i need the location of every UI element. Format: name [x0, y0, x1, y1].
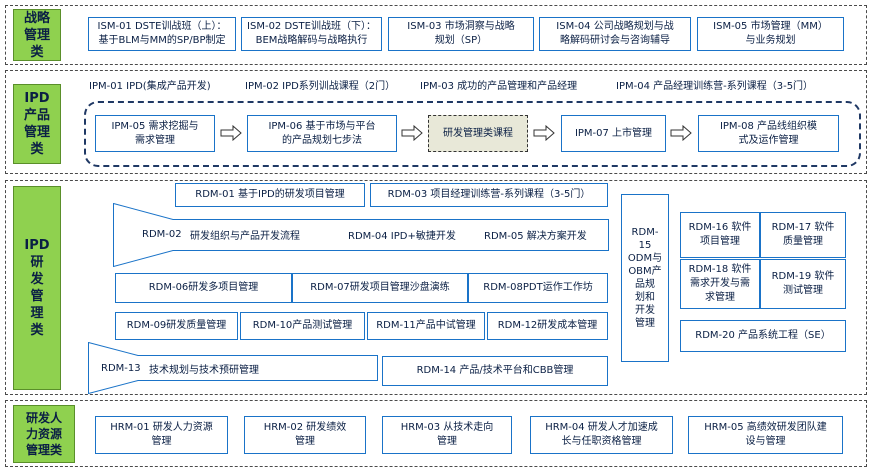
ism-01-box[interactable]: ISM-01 DSTE训战班（上）： 基于BLM与MM的SP/BP制定: [88, 17, 236, 51]
hrm-04-box[interactable]: HRM-04 研发人才加速成 长与任职资格管理: [530, 416, 673, 454]
ipm-04-text[interactable]: IPM-04 产品经理训练营-系列课程（3-5门）: [616, 81, 814, 92]
rdm-16-box[interactable]: RDM-16 软件 项目管理: [680, 212, 760, 258]
ipm-06-box[interactable]: IPM-06 基于市场与平台 的产品规划七步法: [247, 115, 397, 152]
rdm-02-wedge-shape: [113, 203, 609, 267]
flow-arrow-icon: [670, 125, 692, 141]
flow-arrow-icon: [220, 125, 242, 141]
rd-category-label: IPD 研 发 管 理 类: [13, 186, 61, 390]
flow-arrow-icon: [401, 125, 423, 141]
hr-category-label: 研发人 力资源 管理类: [13, 405, 75, 463]
ipm-08-box[interactable]: IPM-08 产品线组织模 式及运作管理: [698, 115, 839, 152]
rdm-17-box[interactable]: RDM-17 软件 质量管理: [760, 212, 846, 258]
rdm-14-box[interactable]: RDM-14 产品/技术平台和CBB管理: [382, 356, 608, 386]
rd-course-box[interactable]: 研发管理类课程: [428, 115, 528, 152]
rdm-13-title[interactable]: 技术规划与技术预研管理: [149, 364, 259, 376]
ipd-product-section: [5, 70, 867, 174]
hr-section: [5, 400, 867, 467]
rdm-13-code[interactable]: RDM-13: [101, 362, 141, 374]
rd-section: [5, 180, 867, 395]
hrm-02-box[interactable]: HRM-02 研发绩效 管理: [244, 416, 366, 454]
strategy-section: [5, 5, 867, 65]
rdm-04-text[interactable]: RDM-04 IPD+敏捷开发: [348, 230, 456, 242]
rdm-02-title[interactable]: 研发组织与产品开发流程: [190, 230, 300, 242]
rdm-02-code[interactable]: RDM-02: [142, 228, 182, 240]
ipm-07-box[interactable]: IPM-07 上市管理: [561, 115, 666, 152]
ipm-05-box[interactable]: IPM-05 需求挖掘与 需求管理: [95, 115, 215, 152]
rdm-07-box[interactable]: RDM-07研发项目管理沙盘演练: [292, 273, 468, 303]
rdm-10-box[interactable]: RDM-10产品测试管理: [240, 312, 365, 340]
rdm-01-box[interactable]: RDM-01 基于IPD的研发项目管理: [175, 183, 365, 207]
rdm-19-box[interactable]: RDM-19 软件 测试管理: [760, 259, 846, 309]
ipm-02-text[interactable]: IPM-02 IPD系列训战课程（2门）: [245, 81, 396, 92]
rdm-13-wedge-shape: [88, 342, 378, 394]
ipd-product-category-label: IPD 产品 管理 类: [13, 84, 61, 164]
rdm-03-box[interactable]: RDM-03 项目经理训练营-系列课程（3-5门）: [370, 183, 608, 207]
ism-05-box[interactable]: ISM-05 市场管理（MM） 与业务规划: [697, 17, 844, 51]
ism-03-box[interactable]: ISM-03 市场洞察与战略 规划（SP）: [388, 17, 534, 51]
rdm-12-box[interactable]: RDM-12研发成本管理: [487, 312, 608, 340]
rdm-06-box[interactable]: RDM-06研发多项目管理: [115, 273, 292, 303]
rdm-11-box[interactable]: RDM-11产品中试管理: [367, 312, 485, 340]
rdm-20-box[interactable]: RDM-20 产品系统工程（SE）: [680, 320, 846, 352]
rdm-08-box[interactable]: RDM-08PDT运作工作坊: [468, 273, 608, 303]
hrm-05-box[interactable]: HRM-05 高绩效研发团队建 设与管理: [688, 416, 843, 454]
hrm-01-box[interactable]: HRM-01 研发人力资源 管理: [95, 416, 228, 454]
rdm-05-text[interactable]: RDM-05 解决方案开发: [484, 230, 587, 242]
flow-arrow-icon: [533, 125, 555, 141]
ism-04-box[interactable]: ISM-04 公司战略规划与战 略解码研讨会与咨询辅导: [539, 17, 691, 51]
ism-02-box[interactable]: ISM-02 DSTE训战班（下）： BEM战略解码与战略执行: [241, 17, 382, 51]
ipm-03-text[interactable]: IPM-03 成功的产品管理和产品经理: [420, 81, 578, 92]
rdm-09-box[interactable]: RDM-09研发质量管理: [115, 312, 238, 340]
strategy-category-label: 战略 管理 类: [13, 9, 61, 61]
rdm-15-box[interactable]: RDM- 15 ODM与 OBM产 品规 划和 开发 管理: [621, 194, 669, 362]
ipd-flow-container: [84, 101, 861, 167]
ipm-01-text[interactable]: IPM-01 IPD(集成产品开发): [89, 81, 211, 92]
rdm-18-box[interactable]: RDM-18 软件 需求开发与需 求管理: [680, 259, 760, 309]
hrm-03-box[interactable]: HRM-03 从技术走向 管理: [382, 416, 512, 454]
